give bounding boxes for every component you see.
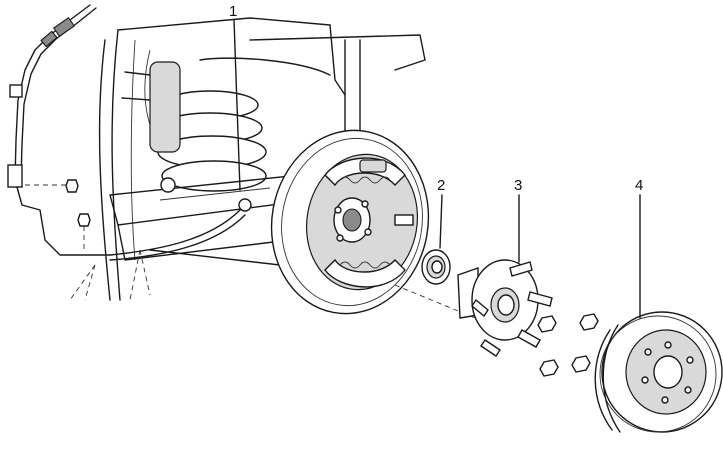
mount-bolt [25,179,91,250]
callout-1-leader [233,19,241,191]
coil-spring [121,61,267,192]
backing-plate [270,129,430,315]
dashed-leader-lines [69,249,151,301]
callout-3-label: 3 [514,177,523,194]
part-3-wheel-hub [457,194,553,357]
callout-1-label: 1 [229,3,238,20]
wheel-arch-body [98,17,426,301]
callout-2-label: 2 [437,177,446,194]
part-4-brake-drum [594,194,723,433]
abs-sensor-wire [7,4,246,261]
lug-nut [537,313,599,377]
callout-4-label: 4 [635,177,644,194]
part-2-seal [421,194,451,285]
wheel-stud [471,261,553,357]
